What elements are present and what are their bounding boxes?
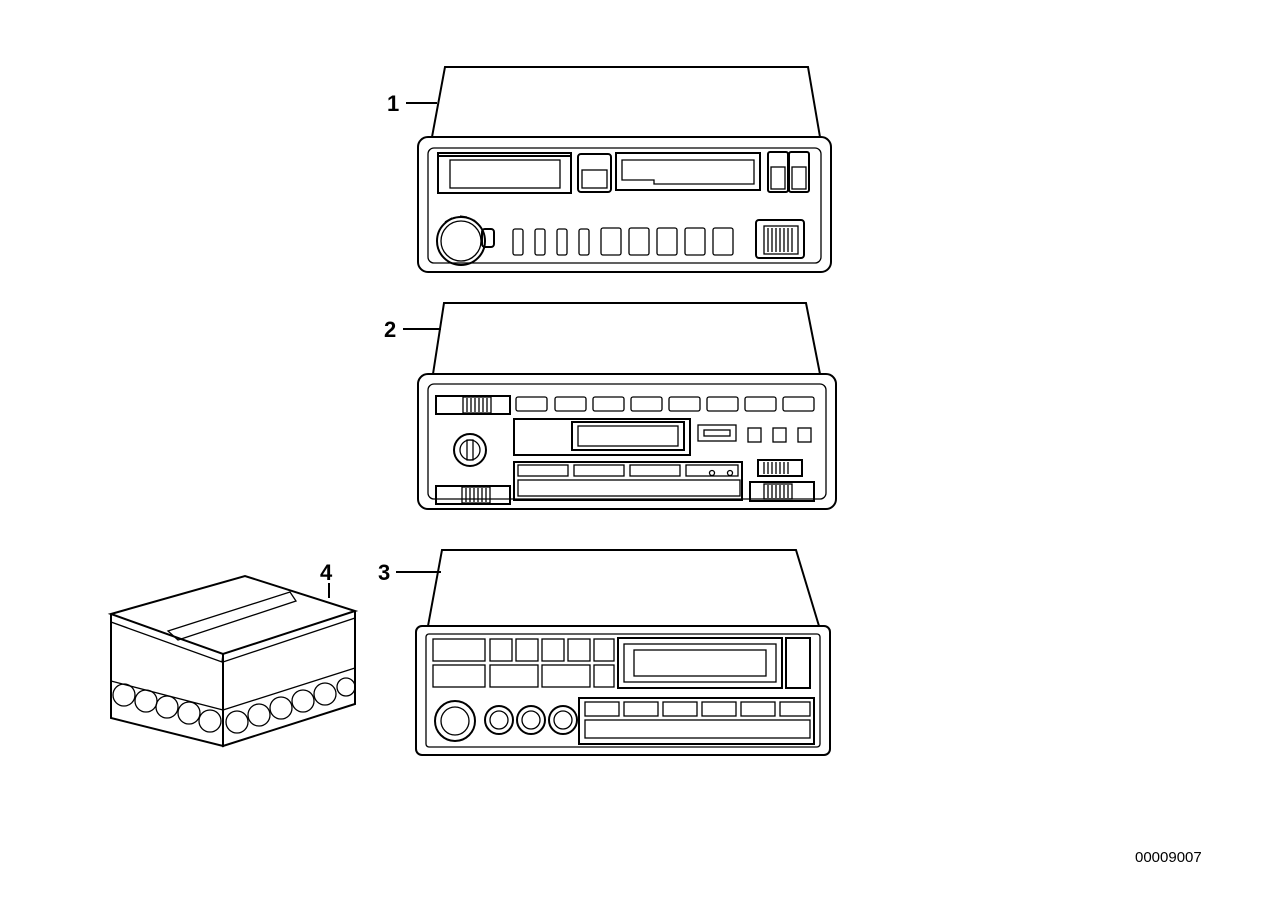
packaging-box-4: 4 (107, 560, 359, 748)
document-number: 00009007 (1135, 849, 1202, 866)
callout-4: 4 (320, 560, 333, 585)
callout-1: 1 (387, 91, 399, 116)
radio-unit-1: 1 (387, 66, 832, 273)
radio-unit-3: 3 (378, 549, 831, 756)
callout-3: 3 (378, 560, 390, 585)
callout-2: 2 (384, 317, 396, 342)
radio-unit-2: 2 (384, 302, 837, 510)
